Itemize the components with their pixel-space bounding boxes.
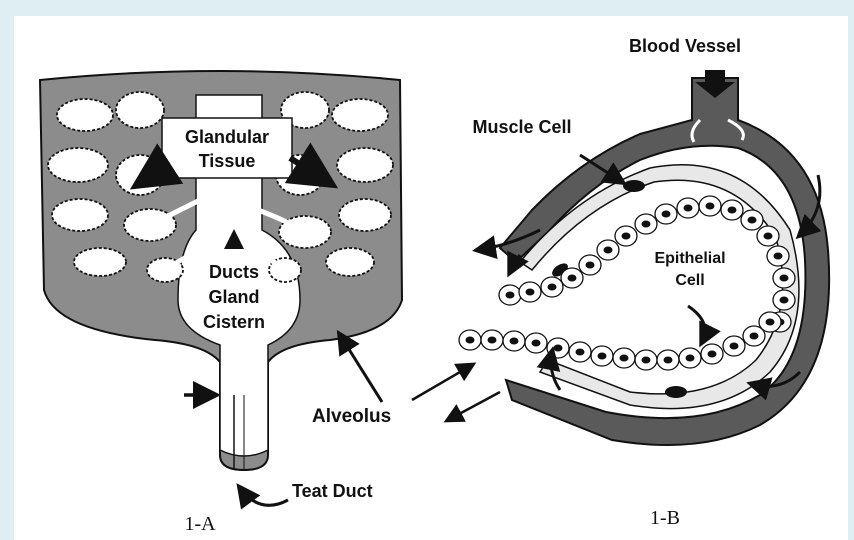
label-gland: Gland bbox=[208, 287, 259, 307]
label-epithelial-line1: Epithelial bbox=[654, 250, 725, 267]
cell-nucleus bbox=[706, 203, 715, 210]
cell-nucleus bbox=[684, 205, 693, 212]
cell-nucleus bbox=[586, 262, 595, 269]
cell-nucleus bbox=[764, 233, 773, 240]
cell-nucleus bbox=[506, 292, 515, 299]
label-cistern: Cistern bbox=[203, 312, 265, 332]
cell-nucleus bbox=[730, 343, 739, 350]
label-blood-vessel: Blood Vessel bbox=[629, 36, 741, 56]
label-glandular-tissue-line1: Glandular bbox=[185, 127, 269, 147]
label-muscle-cell: Muscle Cell bbox=[472, 117, 571, 137]
cell-nucleus bbox=[510, 338, 519, 345]
cell-nucleus bbox=[750, 333, 759, 340]
cell-nucleus bbox=[568, 275, 577, 282]
cell-nucleus bbox=[662, 211, 671, 218]
cell-nucleus bbox=[780, 297, 789, 304]
label-teat-duct: Teat Duct bbox=[292, 481, 373, 501]
cell-nucleus bbox=[466, 337, 475, 344]
label-glandular-tissue-line2: Tissue bbox=[199, 151, 256, 171]
cell-nucleus bbox=[774, 253, 783, 260]
caption-1b: 1-B bbox=[650, 507, 680, 529]
cell-nucleus bbox=[766, 319, 775, 326]
cell-nucleus bbox=[642, 357, 651, 364]
cell-nucleus bbox=[622, 233, 631, 240]
cell-nucleus bbox=[598, 353, 607, 360]
cell-nucleus bbox=[526, 289, 535, 296]
cell-nucleus bbox=[728, 207, 737, 214]
cell-nucleus bbox=[554, 345, 563, 352]
cell-nucleus bbox=[604, 247, 613, 254]
cell-nucleus bbox=[642, 221, 651, 228]
cell-nucleus bbox=[620, 355, 629, 362]
label-epithelial-line2: Cell bbox=[675, 272, 704, 289]
label-alveolus: Alveolus bbox=[312, 406, 391, 427]
cell-nucleus bbox=[664, 357, 673, 364]
caption-1a: 1-A bbox=[184, 513, 216, 535]
cell-nucleus bbox=[748, 217, 757, 224]
cell-nucleus bbox=[576, 349, 585, 356]
cell-nucleus bbox=[488, 337, 497, 344]
cell-nucleus bbox=[708, 351, 717, 358]
cell-nucleus bbox=[548, 284, 557, 291]
cell-nucleus bbox=[686, 355, 695, 362]
label-ducts: Ducts bbox=[209, 262, 259, 282]
cell-nucleus bbox=[532, 340, 541, 347]
cell-nucleus bbox=[780, 275, 789, 282]
